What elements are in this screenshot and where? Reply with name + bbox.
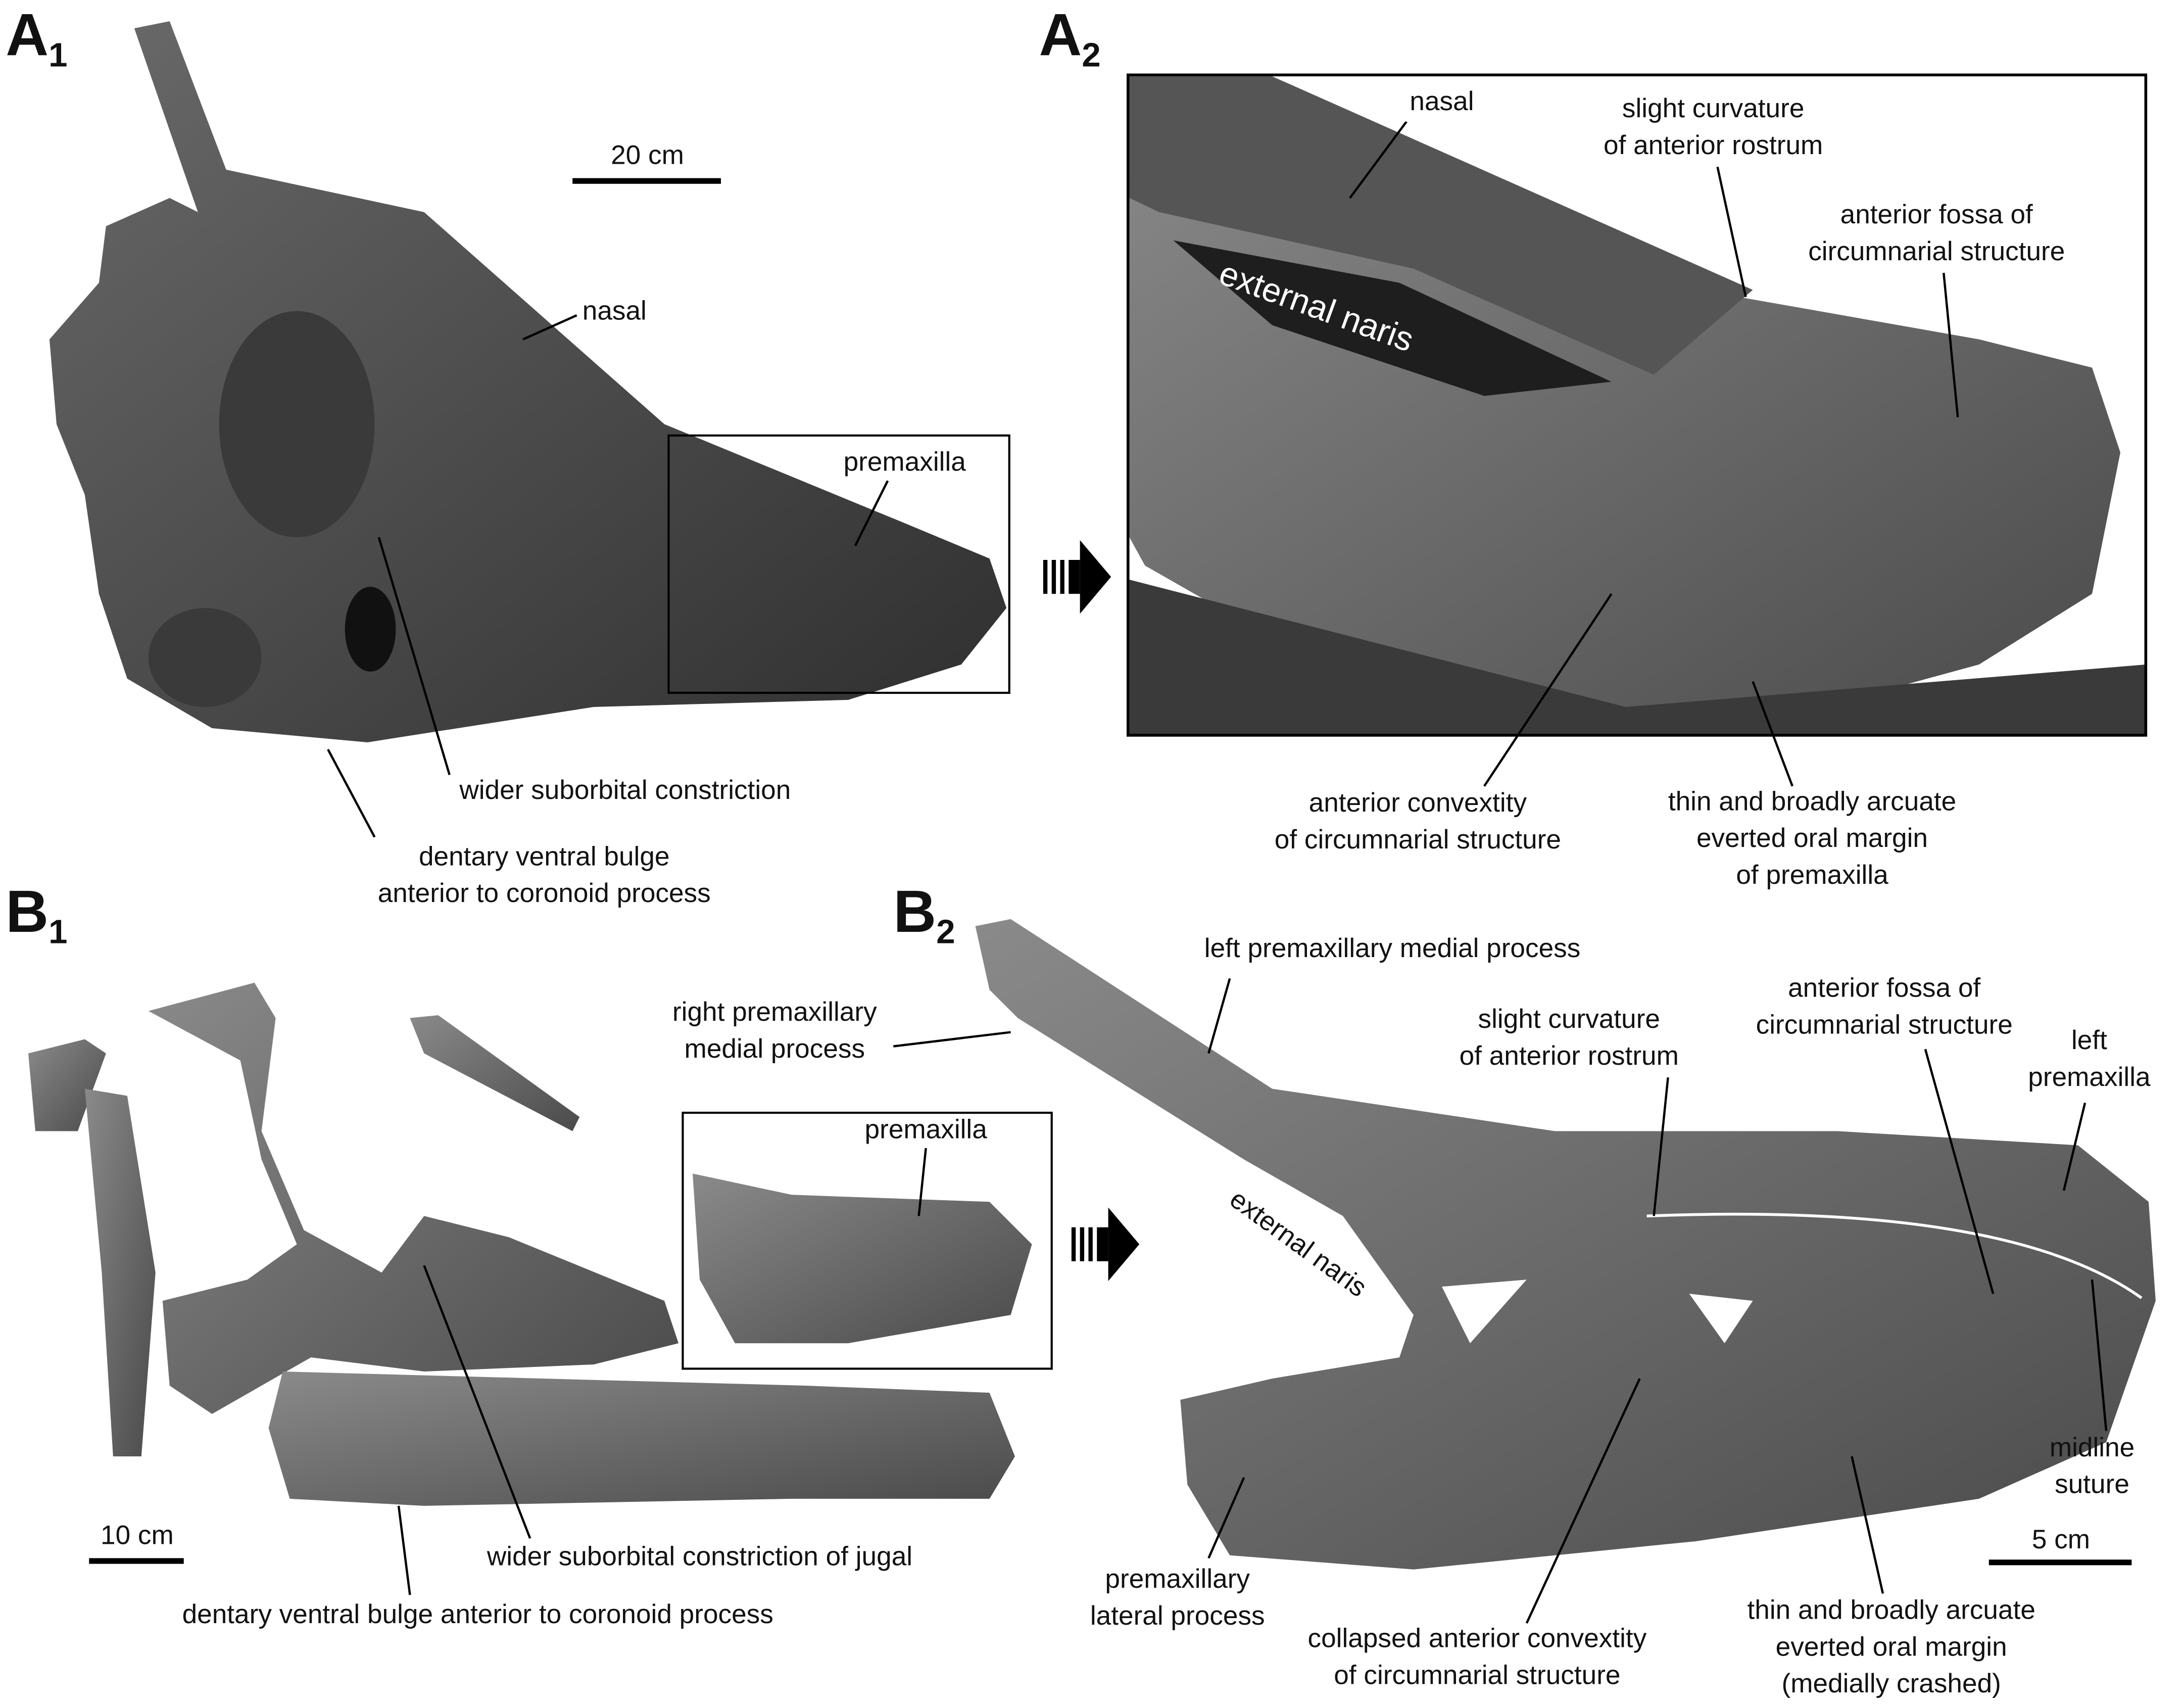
midline-suture-trace [1646,1212,2143,1299]
b1-label-premaxilla: premaxilla [864,1115,987,1146]
a1-inset-box [667,434,1010,694]
b1-label-suborbital: wider suborbital constriction of jugal [487,1542,913,1573]
b1-label-dentary: dentary ventral bulge anterior to corono… [182,1600,773,1631]
a1-label-premaxilla: premaxilla [843,448,966,478]
leader-lines [327,121,2108,1624]
arrow-b1-to-b2-icon [1071,1207,1140,1281]
b2-scale-label: 5 cm [2031,1526,2091,1555]
a1-label-suborbital: wider suborbital constriction [459,776,791,806]
photo-a2-rostrum [1127,73,2148,737]
panel-label-b2: B2 [893,878,955,952]
a2-label-nasal: nasal [1404,84,1480,122]
a1-scale-label: 20 cm [611,141,684,171]
a1-label-nasal: nasal [582,297,647,327]
b1-inset-box [682,1111,1053,1370]
photo-b2-premaxilla [975,919,2156,1570]
photo-b1-skull-elements [28,982,1032,1506]
panel-label-b1: B1 [6,878,68,952]
arrow-a1-to-a2-icon [1043,540,1111,614]
b2-label-left-medial-process: left premaxillary medial process [1204,934,1581,965]
panel-label-a2: A2 [1039,1,1101,75]
photo-a1-skull [49,21,1007,742]
panel-label-a1: A1 [6,1,68,75]
b1-scale-label: 10 cm [101,1521,174,1551]
